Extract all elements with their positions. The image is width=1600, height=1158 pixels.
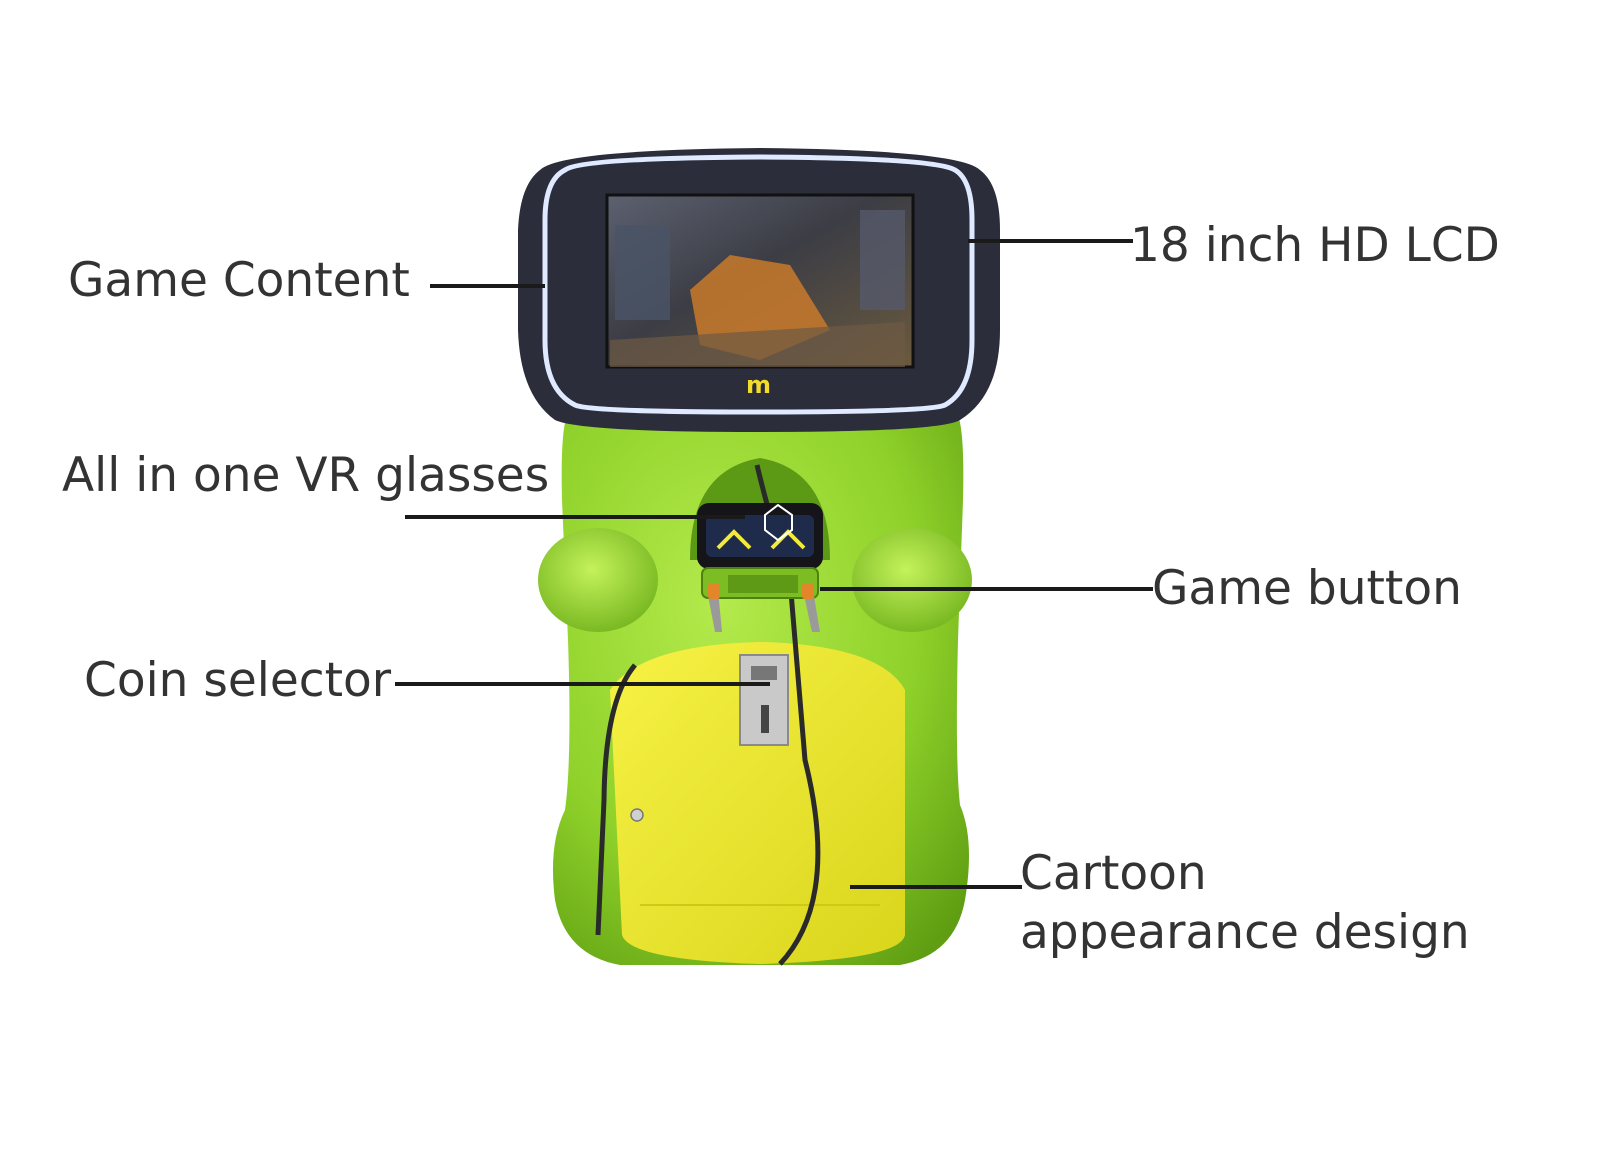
right-arm-bulge (852, 528, 972, 632)
led-ring (542, 154, 975, 415)
leader-game-content (430, 284, 545, 288)
leader-lcd (968, 239, 1133, 243)
yellow-door (610, 642, 905, 964)
leader-game-button (820, 587, 1153, 591)
label-coin-selector: Coin selector (84, 653, 392, 708)
game-button-holder-icon (701, 567, 820, 632)
m-logo-mark: m (746, 371, 771, 399)
door-lock-icon (630, 808, 644, 822)
label-cartoon-line2: appearance design (1020, 905, 1470, 960)
label-cartoon-line1: Cartoon (1020, 846, 1207, 901)
leader-cartoon (850, 885, 1022, 889)
leader-vr-glasses (405, 515, 745, 519)
label-game-button: Game button (1152, 561, 1462, 616)
label-lcd: 18 inch HD LCD (1130, 218, 1500, 273)
leader-coin-selector (395, 682, 770, 686)
label-game-content: Game Content (68, 253, 410, 308)
label-vr-glasses: All in one VR glasses (62, 448, 550, 503)
vr-headset-icon (697, 503, 823, 569)
left-arm-bulge (538, 528, 658, 632)
